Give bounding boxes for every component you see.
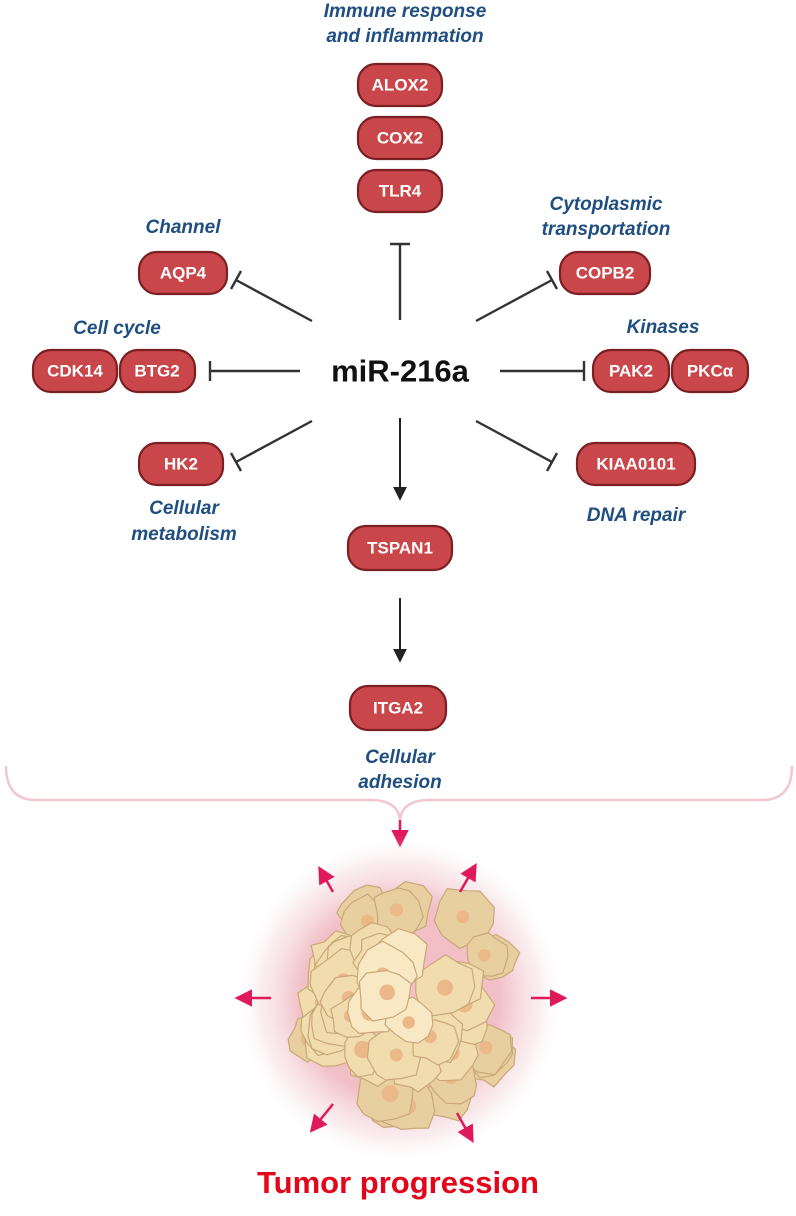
mir216a-label: miR-216a [331, 354, 470, 389]
gene-tlr4: TLR4 [356, 168, 444, 214]
inhibition-edges [208, 242, 586, 472]
edge-to-hk2-bar [229, 452, 243, 472]
gene-cox2: COX2 [356, 115, 444, 161]
gene-itga2: ITGA2 [348, 684, 448, 732]
edge-to-aqp4-bar [229, 270, 243, 290]
gene-tspan1-label: TSPAN1 [367, 539, 433, 558]
gene-cox2-label: COX2 [377, 129, 423, 148]
tumor-cell-nucleus [478, 949, 491, 962]
edge-to-copb2-bar [545, 270, 559, 290]
tumor-cell-nucleus [390, 903, 404, 917]
category-kinases: Kinases [627, 317, 700, 338]
gene-btg2-label: BTG2 [134, 362, 179, 381]
gene-btg2: BTG2 [118, 348, 197, 394]
spread-arrow-bottom-right [455, 1112, 474, 1144]
gene-cdk14-label: CDK14 [47, 362, 103, 381]
outcome-title: Tumor progression [257, 1165, 539, 1200]
category-metabolism-line2: metabolism [131, 524, 237, 545]
category-dna-repair: DNA repair [587, 505, 687, 526]
category-adhesion-line2: adhesion [358, 772, 441, 793]
edge-to-kiaa0101-bar [545, 452, 559, 472]
tumor-cell-nucleus [379, 984, 396, 1001]
edge-to-hk2 [235, 419, 313, 464]
gene-kiaa0101: KIAA0101 [575, 441, 697, 487]
category-immune-line1: Immune response [324, 1, 487, 22]
category-channel: Channel [146, 217, 222, 238]
gene-alox2: ALOX2 [356, 62, 444, 108]
gene-copb2: COPB2 [558, 250, 652, 296]
gene-aqp4: AQP4 [137, 250, 229, 296]
category-cytoplasmic-line2: transportation [542, 219, 671, 240]
gene-cdk14: CDK14 [31, 348, 119, 394]
tumor-cells [287, 880, 521, 1131]
tumor-cell-nucleus [456, 910, 470, 924]
tumor-illustration [235, 835, 565, 1165]
tumor-cell-nucleus [381, 1085, 399, 1103]
tumor-cell-nucleus [479, 1040, 493, 1055]
gene-kiaa0101-label: KIAA0101 [596, 455, 675, 474]
gene-pkca: PKCα [670, 348, 750, 394]
gene-pak2: PAK2 [591, 348, 671, 394]
spread-arrow-top-right [458, 862, 477, 893]
gene-itga2-label: ITGA2 [373, 699, 423, 718]
gene-pkca-label: PKCα [687, 362, 734, 381]
spread-arrow-bottom-left [309, 1103, 334, 1133]
gene-tlr4-label: TLR4 [379, 182, 422, 201]
category-cell-cycle: Cell cycle [73, 318, 161, 339]
tumor-cell-nucleus [354, 1040, 372, 1059]
spread-arrow-top-left [318, 865, 335, 893]
edge-to-copb2 [475, 278, 553, 323]
gene-aqp4-label: AQP4 [160, 264, 207, 283]
tumor-cell-nucleus [389, 1048, 403, 1062]
gene-alox2-label: ALOX2 [372, 76, 429, 95]
gene-hk2: HK2 [137, 441, 225, 487]
tumor-cell-nucleus [402, 1016, 416, 1029]
gene-pak2-label: PAK2 [609, 362, 653, 381]
spread-arrows [234, 862, 568, 1144]
tumor-cell-nucleus [437, 979, 453, 996]
category-metabolism-line1: Cellular [149, 498, 220, 519]
category-adhesion-line1: Cellular [365, 747, 436, 768]
gene-hk2-label: HK2 [164, 455, 198, 474]
edge-to-aqp4 [235, 278, 313, 323]
edge-to-kiaa0101 [475, 419, 553, 464]
gene-copb2-label: COPB2 [576, 264, 635, 283]
gene-tspan1: TSPAN1 [346, 524, 454, 572]
category-cytoplasmic-line1: Cytoplasmic [550, 194, 663, 215]
category-immune-line2: and inflammation [326, 26, 483, 47]
